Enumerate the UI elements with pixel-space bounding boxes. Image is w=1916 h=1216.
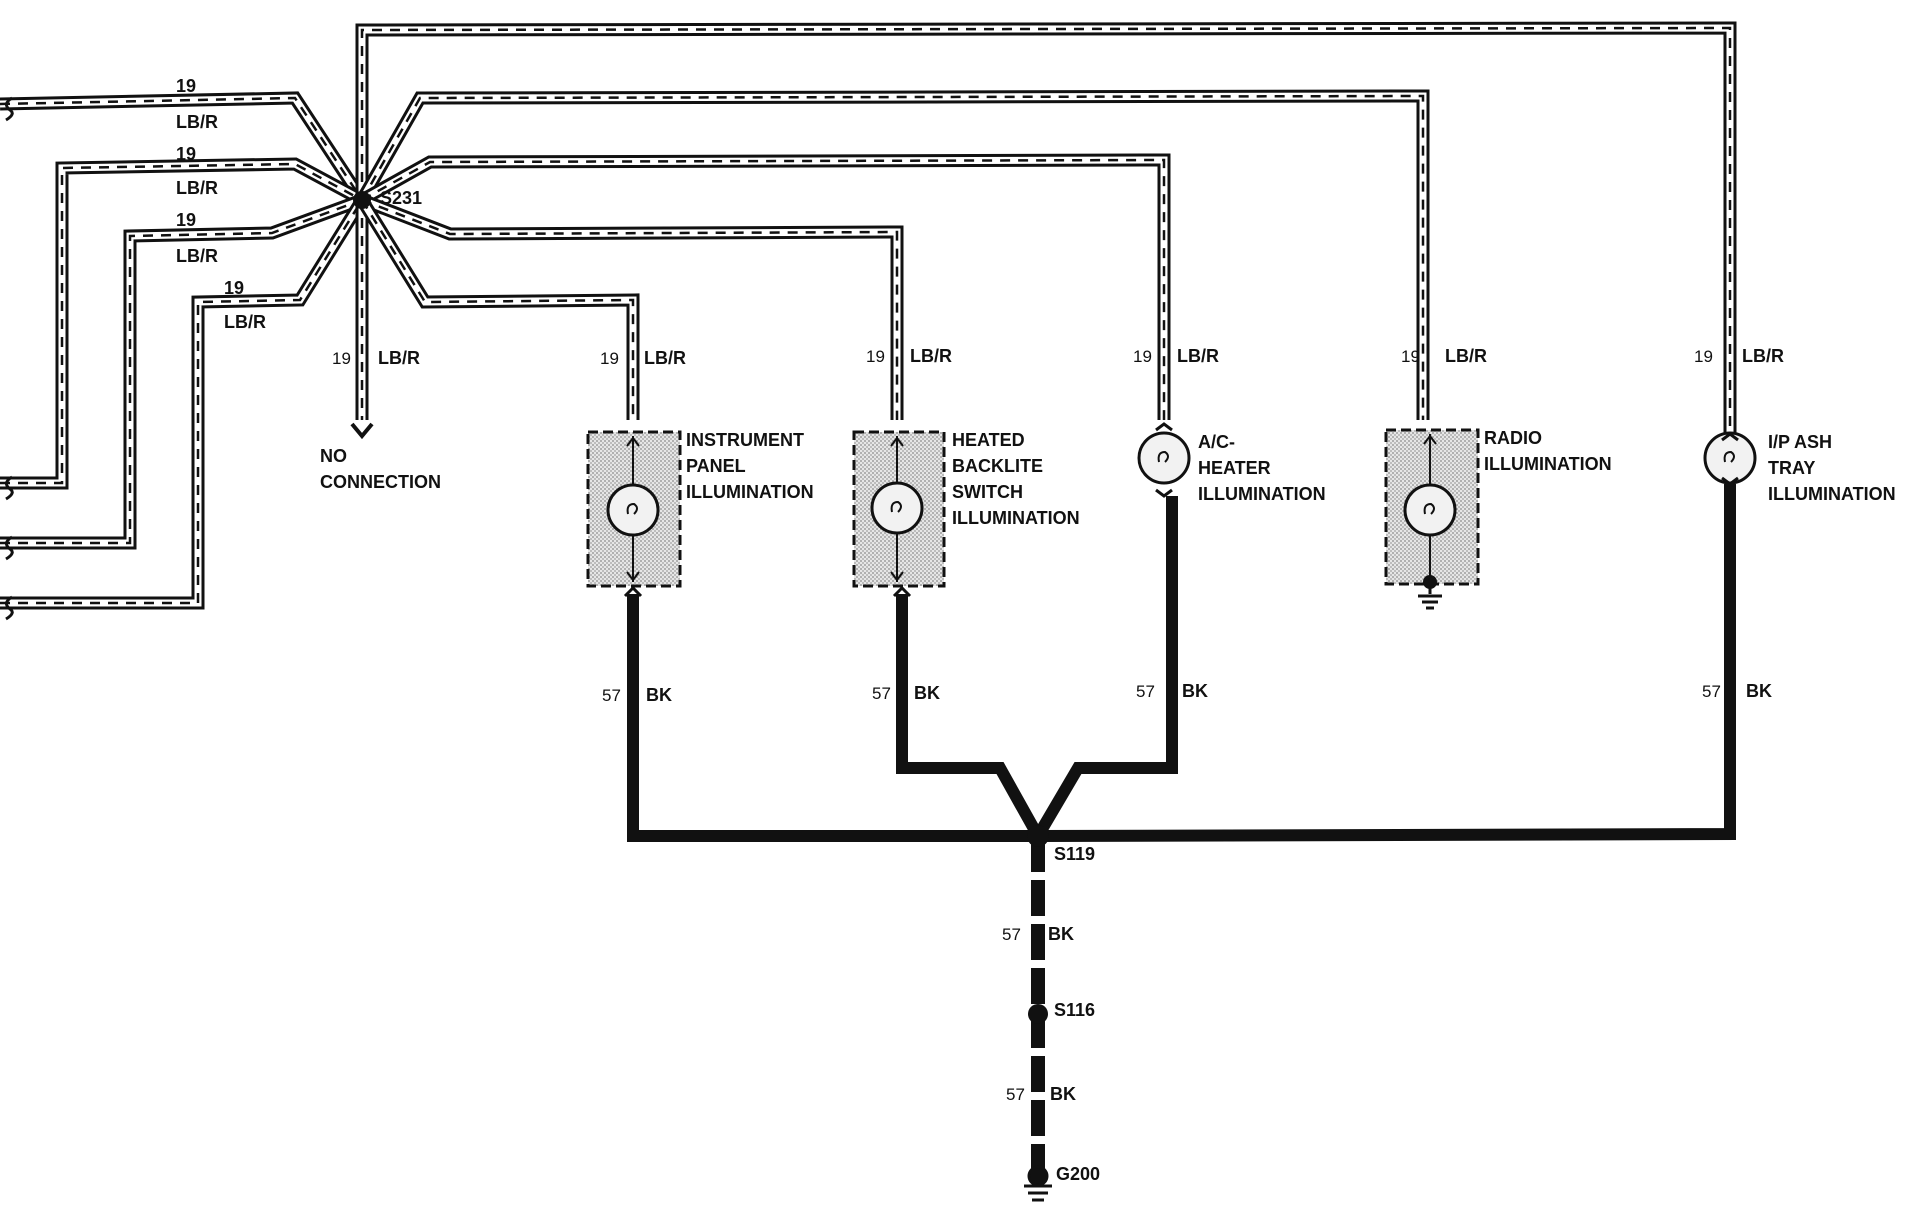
hb-wire-number: 19 — [866, 347, 885, 366]
ash-label-2: TRAY — [1768, 458, 1815, 478]
lbr-wires — [0, 21, 1737, 610]
instrument-panel-component — [586, 430, 682, 588]
ash-label-1: I/P ASH — [1768, 432, 1832, 452]
bk-wire-instrument — [627, 594, 1038, 842]
wire-instrument-panel — [356, 196, 640, 420]
ash-wire-number: 19 — [1694, 347, 1713, 366]
left-terminals — [5, 96, 14, 621]
ip-bk-number: 57 — [602, 686, 621, 705]
left-wire1-number: 19 — [176, 76, 196, 96]
wire-ash-tray — [355, 21, 1737, 440]
ac-label-3: ILLUMINATION — [1198, 484, 1326, 504]
ground-g200-icon — [1024, 1165, 1052, 1202]
heated-backlite-component — [852, 430, 946, 588]
wire-left-2 — [0, 157, 366, 490]
radio-label-1: RADIO — [1484, 428, 1542, 448]
hb-bk-color: BK — [914, 683, 940, 703]
radio-ground-icon — [1418, 586, 1442, 610]
wire-left-4 — [0, 196, 368, 610]
trunk-bk-color-1: BK — [1048, 924, 1074, 944]
splice-s116-label: S116 — [1054, 1000, 1095, 1020]
hb-wire-color: LB/R — [910, 346, 952, 366]
left-wire2-color: LB/R — [176, 178, 218, 198]
trunk-bk-color-2: BK — [1050, 1084, 1076, 1104]
ip-label-2: PANEL — [686, 456, 746, 476]
radio-wire-number: 19 — [1401, 347, 1420, 366]
splice-s119-label: S119 — [1054, 844, 1095, 864]
splice-s116-dot — [1028, 1004, 1048, 1024]
radio-label-2: ILLUMINATION — [1484, 454, 1612, 474]
radio-component — [1384, 428, 1480, 610]
ash-label-3: ILLUMINATION — [1768, 484, 1896, 504]
splice-s231-dot — [353, 191, 371, 209]
ground-g200-label: G200 — [1056, 1164, 1100, 1184]
trunk-bk-number-1: 57 — [1002, 925, 1021, 944]
splice-s231-label: S231 — [380, 188, 422, 208]
nc-wire-color: LB/R — [378, 348, 420, 368]
ash-wire-color: LB/R — [1742, 346, 1784, 366]
ip-bk-color: BK — [646, 685, 672, 705]
ac-label-2: HEATER — [1198, 458, 1271, 478]
ac-bk-color: BK — [1182, 681, 1208, 701]
left-wire3-color: LB/R — [176, 246, 218, 266]
hb-label-1: HEATED — [952, 430, 1025, 450]
bk-wire-heated — [896, 594, 1044, 839]
ash-bk-number: 57 — [1702, 682, 1721, 701]
nc-wire-number: 19 — [332, 349, 351, 368]
left-wire2-number: 19 — [176, 144, 196, 164]
no-connection-arrow — [350, 422, 374, 440]
ip-wire-number: 19 — [600, 349, 619, 368]
trunk-bk-number-2: 57 — [1006, 1085, 1025, 1104]
left-wire3-number: 19 — [176, 210, 196, 230]
ip-label-3: ILLUMINATION — [686, 482, 814, 502]
left-wire4-number: 19 — [224, 278, 244, 298]
ip-wire-color: LB/R — [644, 348, 686, 368]
ac-wire-color: LB/R — [1177, 346, 1219, 366]
wire-heated-backlite — [359, 193, 904, 420]
wire-radio — [356, 89, 1430, 420]
wire-left-1 — [0, 91, 368, 204]
ash-bk-color: BK — [1746, 681, 1772, 701]
ac-label-1: A/C- — [1198, 432, 1235, 452]
hb-label-2: BACKLITE — [952, 456, 1043, 476]
hb-label-4: ILLUMINATION — [952, 508, 1080, 528]
radio-wire-color: LB/R — [1445, 346, 1487, 366]
wire-ac-heater — [358, 153, 1171, 420]
bk-wire-ac — [1032, 496, 1178, 840]
splice-s119-dot — [1027, 825, 1049, 847]
ac-heater-component — [1137, 422, 1191, 498]
left-wire1-color: LB/R — [176, 112, 218, 132]
ac-wire-number: 19 — [1133, 347, 1152, 366]
bk-connectors — [623, 585, 912, 598]
ip-label-1: INSTRUMENT — [686, 430, 804, 450]
bk-wire-ashtray — [1037, 484, 1736, 842]
hb-bk-number: 57 — [872, 684, 891, 703]
ac-bk-number: 57 — [1136, 682, 1155, 701]
bk-wires — [627, 484, 1736, 1170]
wire-left-3 — [0, 193, 365, 550]
hb-label-3: SWITCH — [952, 482, 1023, 502]
no-connection-line2: CONNECTION — [320, 472, 441, 492]
ash-tray-component — [1703, 431, 1757, 486]
left-wire4-color: LB/R — [224, 312, 266, 332]
no-connection-line1: NO — [320, 446, 347, 466]
